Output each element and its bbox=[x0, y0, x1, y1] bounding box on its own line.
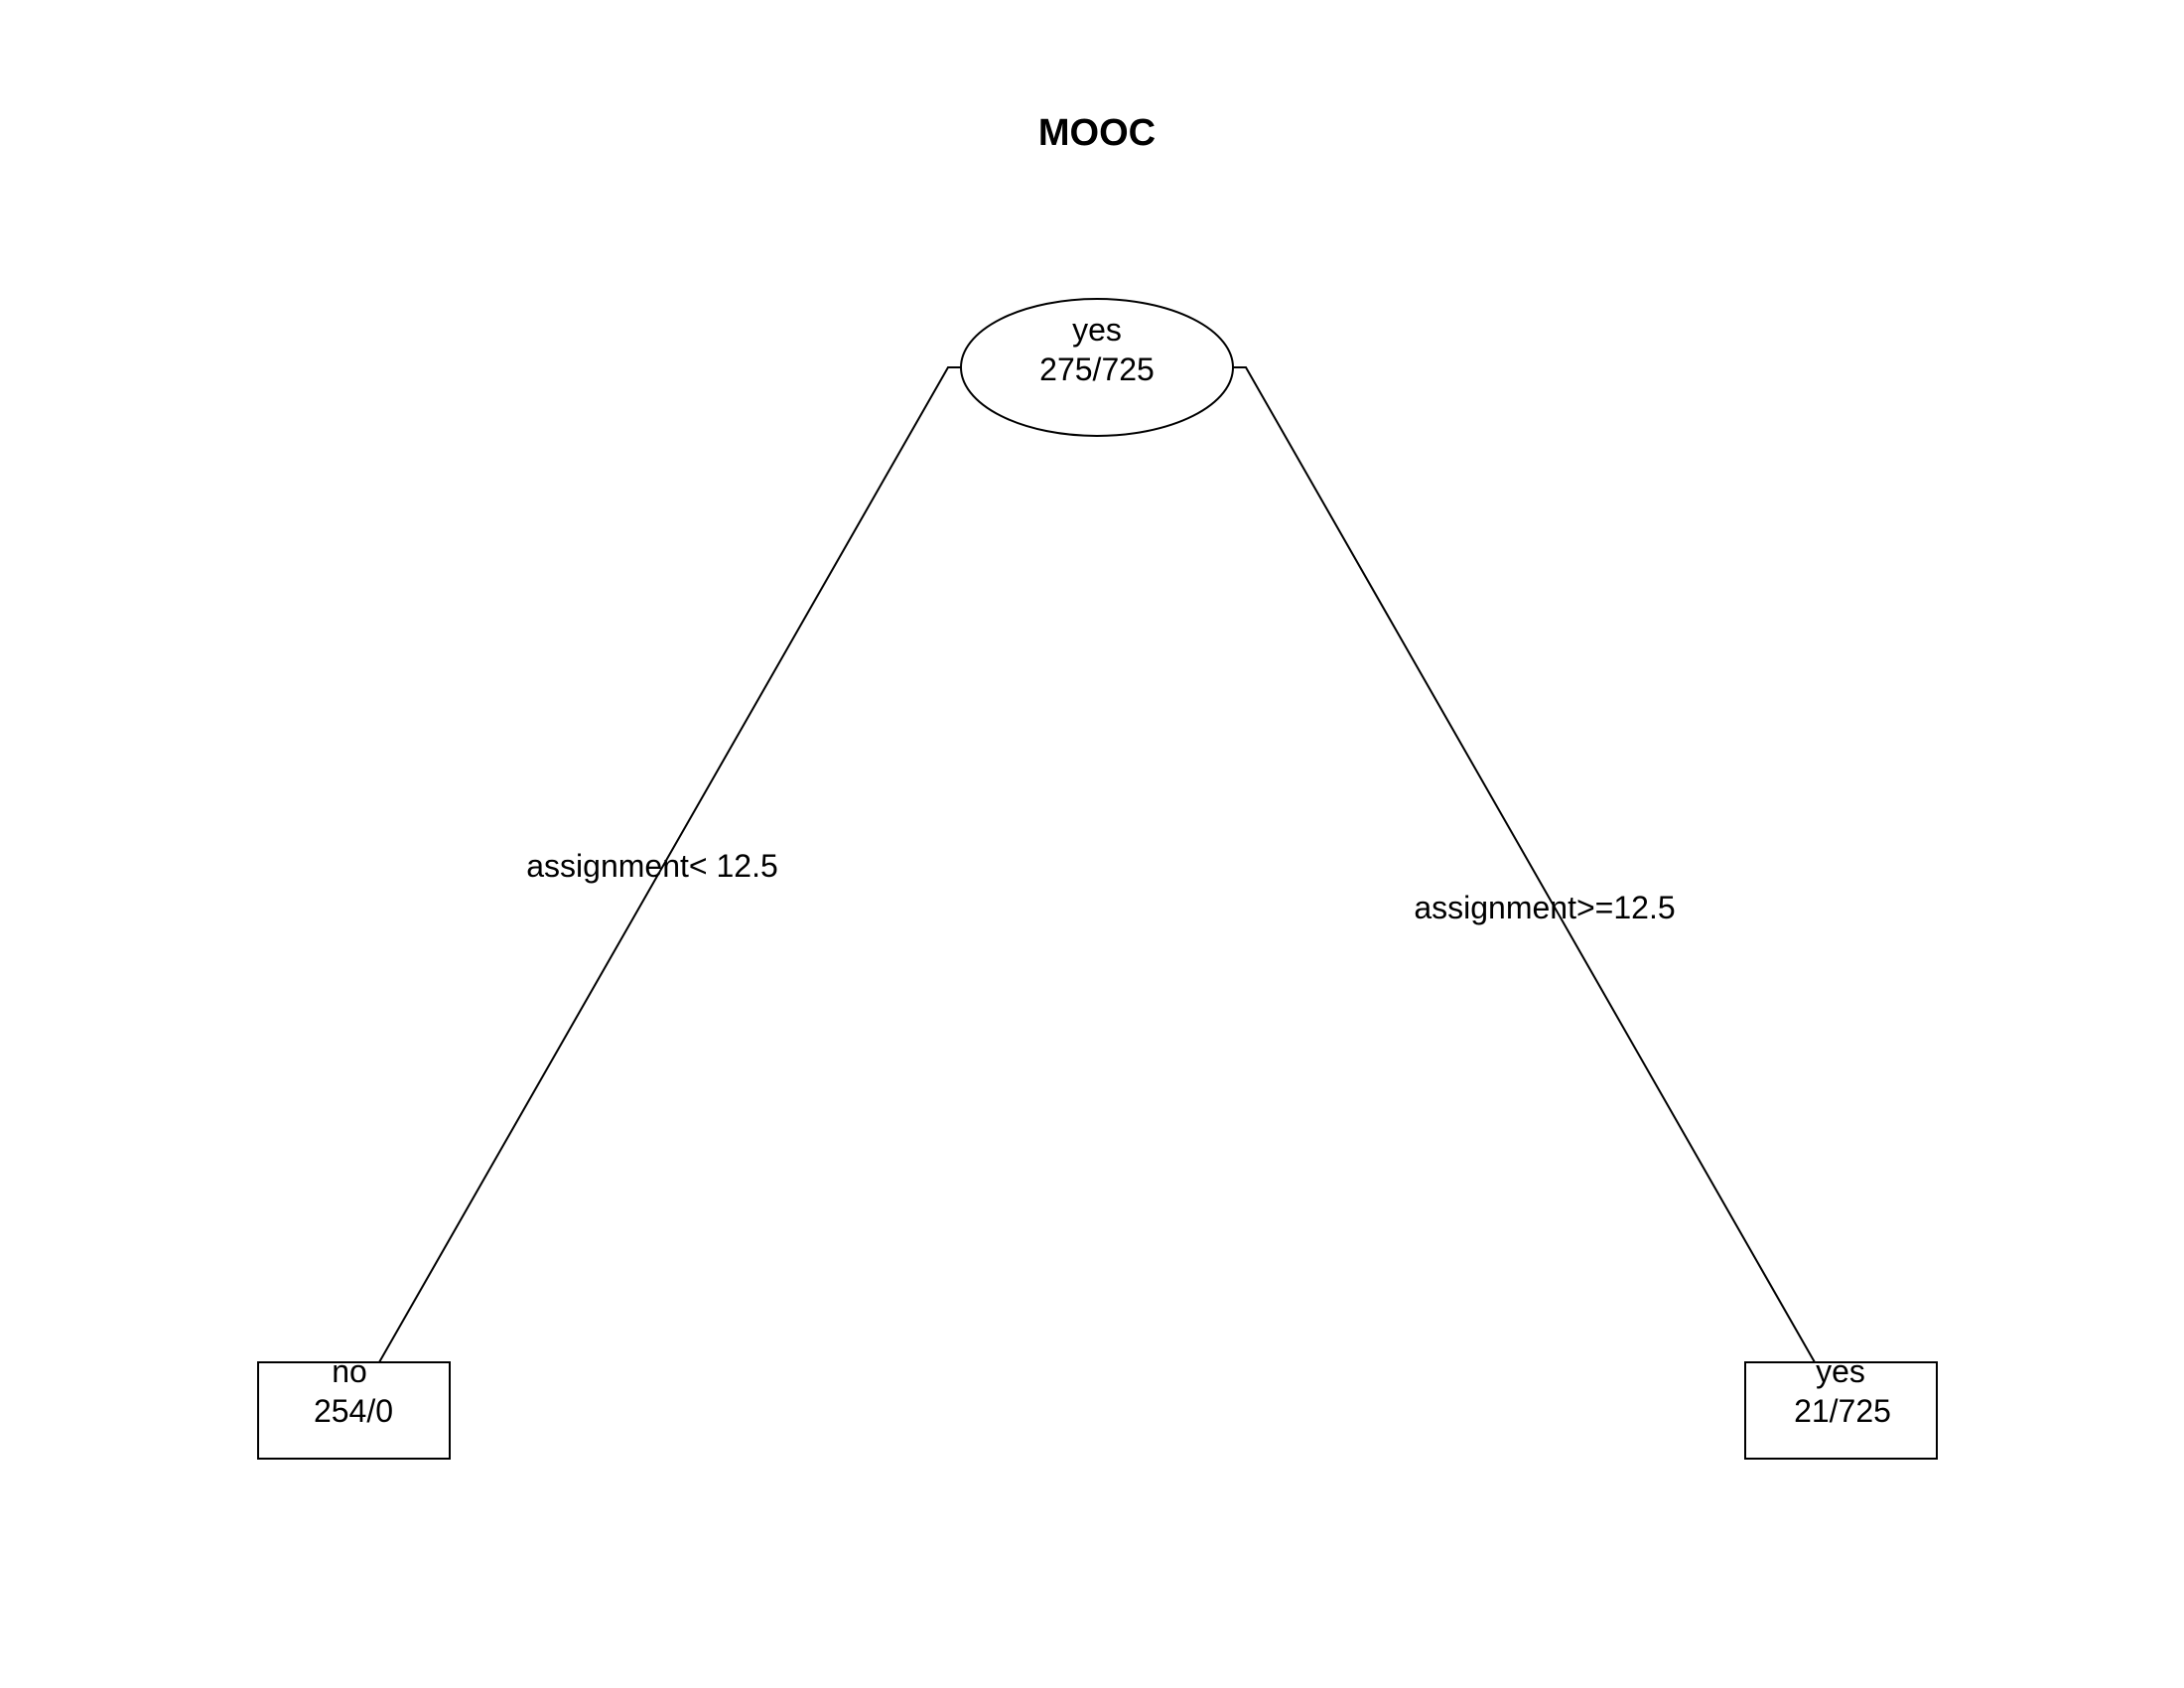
split-label-right: assignment>=12.5 bbox=[1414, 890, 1675, 925]
edge-root-to-left bbox=[378, 366, 961, 1363]
node-right-leaf: yes 21/725 bbox=[1744, 1353, 1938, 1460]
diagram-title: MOOC bbox=[1038, 112, 1156, 154]
root-node-label: yes bbox=[1072, 312, 1122, 348]
edge-root-to-right bbox=[1233, 366, 1816, 1363]
split-label-left: assignment< 12.5 bbox=[526, 848, 778, 884]
left-leaf-counts: 254/0 bbox=[314, 1393, 393, 1429]
right-leaf-shape bbox=[1744, 1361, 1938, 1460]
right-leaf-label: yes bbox=[1816, 1353, 1865, 1389]
right-leaf-counts: 21/725 bbox=[1794, 1393, 1891, 1429]
root-node-shape bbox=[960, 298, 1234, 437]
node-root: yes 275/725 bbox=[960, 298, 1234, 437]
left-leaf-shape bbox=[257, 1361, 451, 1460]
root-node-counts: 275/725 bbox=[1039, 352, 1155, 387]
left-leaf-label: no bbox=[332, 1353, 367, 1389]
node-left-leaf: no 254/0 bbox=[257, 1353, 451, 1460]
tree-edges bbox=[378, 366, 1816, 1363]
